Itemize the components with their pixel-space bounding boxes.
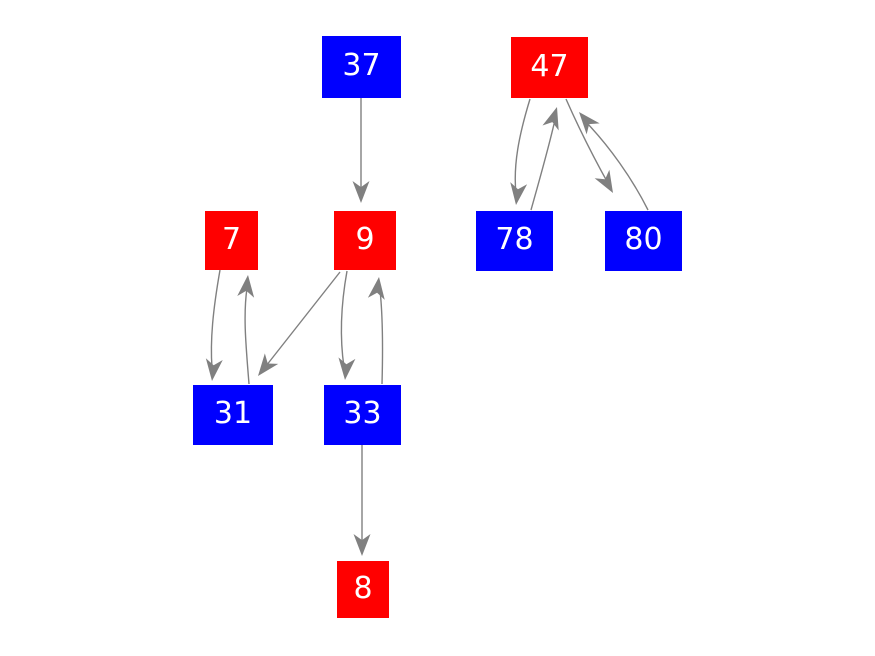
node-label: 80 [624,222,663,257]
arrowhead-7-31 [205,358,223,381]
arrowhead-31-7 [237,275,255,298]
graph-node-8[interactable]: 8 [337,561,389,618]
edges-group [210,98,649,546]
arrowhead-47-78 [510,182,528,205]
graph-node-7[interactable]: 7 [205,211,258,270]
arrowhead-80-47 [579,112,600,135]
arrowhead-9-31 [258,353,279,376]
node-label: 37 [342,48,381,83]
edge-33-to-9 [379,289,384,385]
edge-47-to-80 [565,98,610,186]
graph-node-47[interactable]: 47 [511,37,588,98]
edge-31-to-7 [244,287,250,385]
arrowhead-33-9 [367,277,385,300]
arrowhead-9-33 [338,357,356,380]
node-label: 7 [221,221,242,257]
edge-78-to-47 [530,123,555,211]
arrowhead-47-80 [594,169,613,193]
node-label: 9 [355,221,375,257]
node-label: 31 [213,396,253,431]
graph-node-31[interactable]: 31 [193,385,273,445]
arrowhead-78-47 [542,107,559,131]
edge-47-to-78 [514,98,531,195]
edge-9-to-33 [340,270,348,368]
node-label: 33 [343,396,382,431]
graph-node-78[interactable]: 78 [476,211,553,271]
graph-node-33[interactable]: 33 [324,385,401,445]
edge-80-to-47 [585,121,649,211]
graph-node-80[interactable]: 80 [605,211,682,271]
edge-9-to-31 [265,271,341,367]
node-label: 8 [353,570,373,606]
node-label: 78 [495,222,534,257]
arrowhead-33-8 [353,534,371,556]
arrow-heads-group [205,107,613,556]
edge-7-to-31 [210,269,221,369]
graph-node-37[interactable]: 37 [322,36,401,98]
graph-node-9[interactable]: 9 [334,211,396,270]
node-label: 47 [530,48,569,84]
arrowhead-37-9 [352,181,370,203]
